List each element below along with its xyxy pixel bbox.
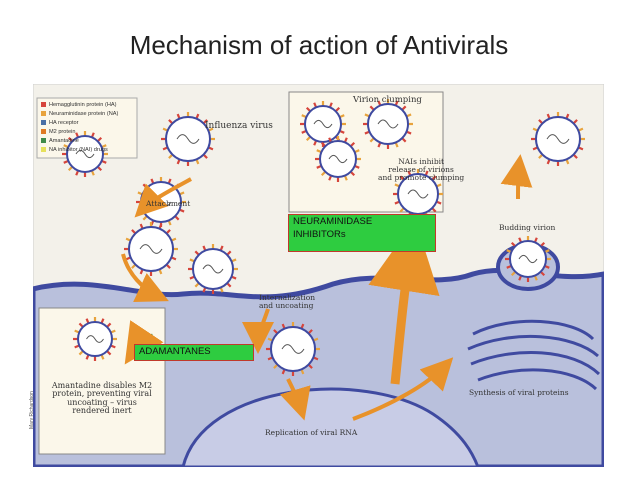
hemagglutinin-icon — [41, 102, 46, 108]
legend-label: Amantadine — [49, 138, 79, 144]
virion-particle — [266, 322, 320, 376]
legend-item: Hemagglutinin protein (HA) — [41, 102, 116, 108]
virion-particle — [363, 99, 413, 149]
antiviral-mechanism-diagram: Hemagglutinin protein (HA) Neuraminidase … — [29, 83, 607, 470]
virion-particle — [188, 244, 238, 294]
virion-particle — [73, 317, 117, 361]
illustrator-credit: Mary Richardson — [29, 391, 35, 429]
adamantanes-tag: ADAMANTANES — [134, 344, 254, 361]
process-arrows — [121, 154, 533, 421]
virion-particle — [505, 236, 551, 282]
ha-receptor-icon — [41, 120, 46, 126]
virion-particle — [315, 136, 361, 182]
legend-item: Amantadine — [41, 138, 79, 144]
nai-note: NAIs inhibit release of virions and prom… — [378, 157, 465, 182]
attachment-label: Attachment — [146, 199, 191, 208]
amantadine-note: Amantadine disables M2 protein, preventi… — [51, 381, 153, 416]
virion-clumping-label: Virion clumping — [353, 95, 422, 105]
influenza-label: Influenza virus — [205, 121, 273, 131]
budding-arrow — [500, 154, 533, 200]
entry-arrow — [121, 253, 169, 303]
replication-arrow — [279, 378, 311, 421]
legend-item: M2 protein — [41, 129, 75, 135]
diagram-canvas — [30, 83, 607, 470]
slide-title: Mechanism of action of Antivirals — [129, 30, 509, 60]
neuraminidase-icon — [41, 111, 46, 117]
nai-drug-icon — [41, 147, 46, 153]
golgi-apparatus — [467, 319, 601, 391]
legend-item: NA inhibitor (NAI) drugs — [41, 147, 108, 153]
virion-particle — [300, 101, 346, 147]
legend-label: Neuraminidase protein (NA) — [49, 111, 119, 117]
virion-particle — [124, 222, 178, 276]
virion-particle — [161, 112, 215, 166]
replication-label: Replication of viral RNA — [265, 428, 358, 437]
legend-label: Hemagglutinin protein (HA) — [49, 102, 117, 108]
budding-label: Budding virion — [499, 223, 556, 232]
synthesis-arrow — [352, 357, 454, 421]
virion-particle — [62, 131, 108, 177]
legend-label: NA inhibitor (NAI) drugs — [49, 147, 108, 153]
virion-particle — [531, 112, 585, 166]
amantadine-icon — [41, 138, 46, 144]
uncoating-arrow — [242, 308, 275, 354]
release-arrow — [368, 219, 440, 385]
internalization-label: Internalization and uncoating — [259, 293, 316, 310]
legend-label: M2 protein — [49, 129, 76, 135]
legend-item: Neuraminidase protein (NA) — [41, 111, 118, 117]
m2-protein-icon — [41, 129, 46, 135]
attachment-arrow — [134, 177, 192, 218]
nucleus — [181, 387, 481, 469]
legend-item: HA receptor — [41, 120, 79, 126]
legend-label: HA receptor — [49, 120, 79, 126]
neuraminidase-inhibitors-tag: NEURAMINIDASE INHIBITORs — [288, 214, 436, 252]
synthesis-label: Synthesis of viral proteins — [469, 388, 569, 397]
